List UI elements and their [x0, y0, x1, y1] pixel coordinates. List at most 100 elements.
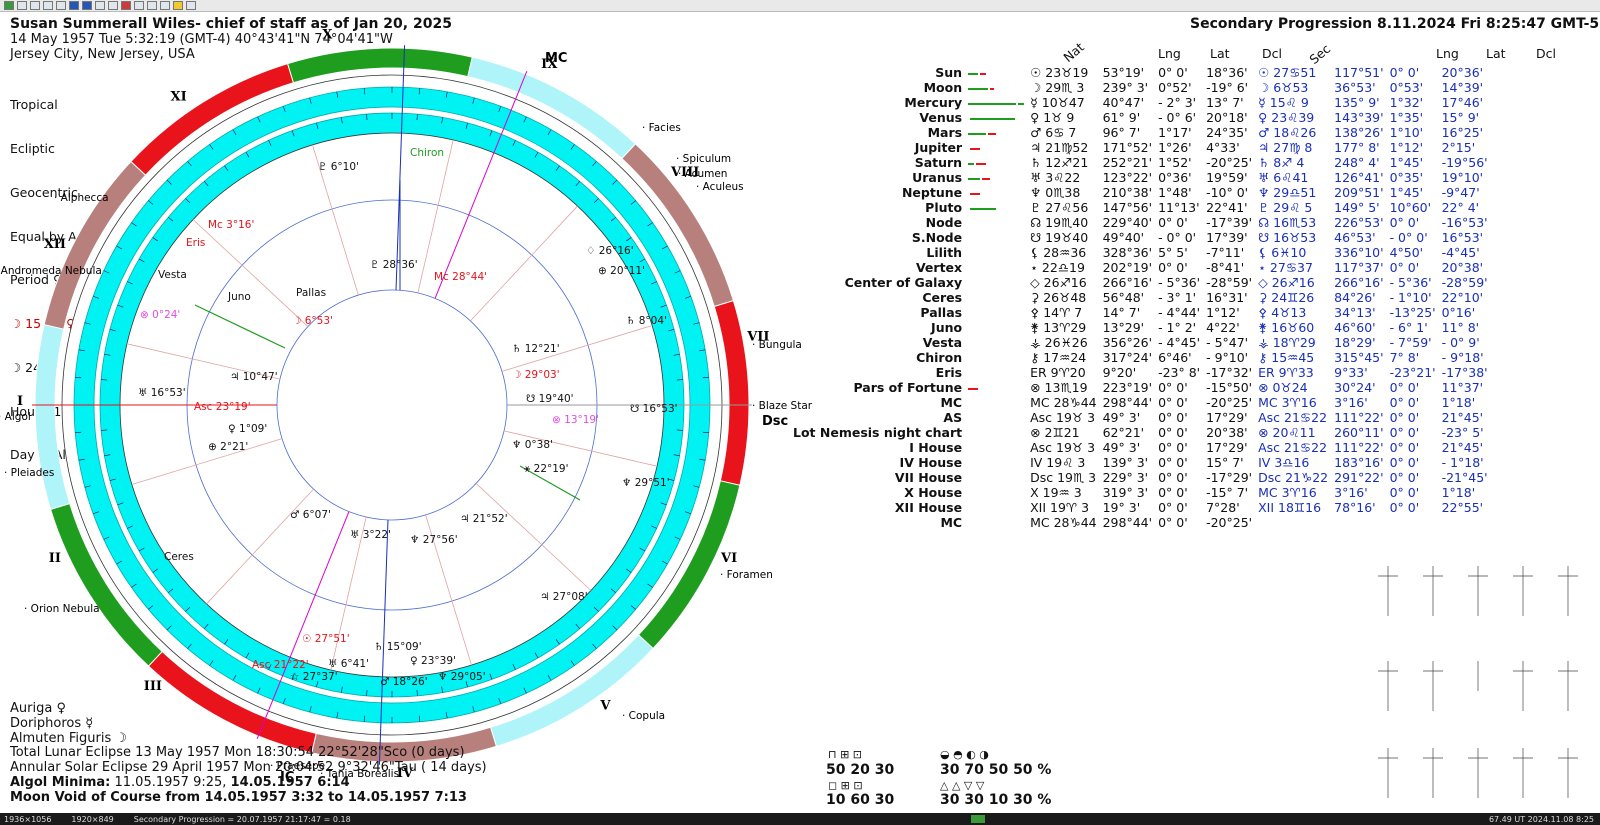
- degree-tick: [472, 97, 475, 104]
- sec-declination: 19°10': [1441, 170, 1484, 185]
- planet-label: ♄ 8°04': [626, 315, 667, 327]
- sec-longitude: 3°16': [1334, 395, 1368, 410]
- settings-icon[interactable]: [160, 1, 170, 10]
- col-header-sec-lng: Lng: [1436, 46, 1459, 61]
- house-numeral: I: [17, 394, 23, 409]
- nat-declination: -20°25': [1206, 515, 1253, 530]
- strength-bar: [968, 177, 981, 180]
- grid-icon[interactable]: [17, 1, 27, 10]
- row-bar: [965, 470, 1027, 485]
- strength-bar: [982, 177, 991, 180]
- list-icon[interactable]: [134, 1, 144, 10]
- grid2-icon[interactable]: [108, 1, 118, 10]
- row-bar: [965, 125, 1027, 140]
- row-bar: [965, 455, 1027, 470]
- degree-tick: [498, 698, 502, 704]
- page-icon[interactable]: [186, 1, 196, 10]
- degree-tick: [575, 623, 580, 629]
- planet-label: ♃ 27°08': [540, 591, 588, 603]
- row-bar: [965, 485, 1027, 500]
- degree-tick: [166, 179, 172, 185]
- sec-position: Asc 21♋22: [1258, 410, 1328, 425]
- wheel2-icon[interactable]: [56, 1, 66, 10]
- strength-bar: [968, 132, 987, 135]
- degree-tick: [639, 547, 646, 552]
- degree-tick: [268, 140, 272, 146]
- nat-position: ⊗ 13♏19: [1030, 380, 1088, 395]
- nat-latitude: - 3° 1': [1158, 290, 1197, 305]
- planet-label: ☽ 29°03': [512, 369, 560, 381]
- status-bar: 1936×1056 1920×849 Secondary Progression…: [0, 813, 1600, 825]
- tools-icon[interactable]: [173, 1, 183, 10]
- wheel-icon[interactable]: [43, 1, 53, 10]
- row-bar: [965, 140, 1027, 155]
- degree-tick: [693, 485, 700, 488]
- sec-position: ⚷ 15♒45: [1258, 350, 1315, 365]
- col-header-dcl: Dcl: [1262, 46, 1282, 61]
- fixed-star-label: · Spiculum: [676, 153, 731, 165]
- degree-tick: [93, 295, 99, 299]
- sec-latitude: 0° 0': [1389, 260, 1420, 275]
- nat-longitude: 229°40': [1102, 215, 1153, 230]
- row-bar: [965, 305, 1027, 320]
- degree-tick: [116, 245, 122, 250]
- nat-longitude: 62°21': [1102, 425, 1145, 440]
- row-bar: [965, 215, 1027, 230]
- sec-latitude: 0° 0': [1389, 395, 1420, 410]
- nat-declination: 15° 7': [1206, 455, 1244, 470]
- calendar-icon[interactable]: [121, 1, 131, 10]
- table-icon[interactable]: [95, 1, 105, 10]
- sec-latitude: 0°53': [1389, 80, 1424, 95]
- chart-icon[interactable]: [69, 1, 79, 10]
- row-bar: [965, 500, 1027, 515]
- nat-latitude: 0° 0': [1158, 380, 1188, 395]
- print-icon[interactable]: [30, 1, 40, 10]
- planet-name: Juno: [931, 320, 963, 335]
- row-bar: [965, 320, 1027, 335]
- row-bar: [965, 515, 1027, 530]
- degree-tick: [245, 652, 250, 659]
- planet-label: Asc 21°22': [252, 659, 309, 671]
- strength-bar: [1018, 102, 1025, 105]
- row-bar: [965, 200, 1027, 215]
- degree-tick: [117, 304, 124, 308]
- sec-longitude: 291°22': [1334, 470, 1384, 485]
- chart2-icon[interactable]: [82, 1, 92, 10]
- degree-tick: [366, 689, 368, 696]
- doc-icon[interactable]: [147, 1, 157, 10]
- nat-latitude: - 4°45': [1158, 335, 1201, 350]
- back-arrow-icon[interactable]: [4, 1, 14, 10]
- planet-label: ☽ 6°53': [292, 315, 333, 327]
